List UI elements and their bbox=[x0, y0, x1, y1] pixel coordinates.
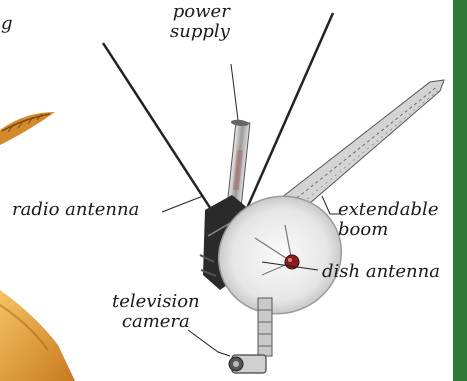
television-camera-unit bbox=[229, 355, 266, 373]
leaf-decoration bbox=[0, 112, 55, 145]
radio-antenna-label: radio antenna bbox=[12, 200, 139, 220]
partial-label: g bbox=[1, 14, 13, 34]
extendable-boom-label-line2: boom bbox=[338, 220, 438, 240]
leader-television-camera bbox=[188, 330, 230, 356]
leader-radio-antenna bbox=[162, 196, 203, 212]
television-camera-label-line1: television bbox=[112, 292, 200, 312]
extendable-boom-label: extendable boom bbox=[338, 200, 438, 240]
camera-arm bbox=[258, 298, 272, 356]
dish-antenna-label: dish antenna bbox=[322, 262, 440, 282]
power-supply-label: power supply bbox=[170, 2, 230, 42]
television-camera-label-line2: camera bbox=[112, 312, 200, 332]
extendable-boom-label-line1: extendable bbox=[338, 200, 438, 220]
power-supply-unit bbox=[228, 119, 250, 203]
television-camera-label: television camera bbox=[112, 292, 200, 332]
power-supply-label-line2: supply bbox=[170, 22, 230, 42]
green-edge-bar bbox=[453, 0, 467, 381]
leader-power-supply bbox=[231, 64, 238, 120]
antenna-rod-left bbox=[103, 43, 218, 220]
power-supply-label-line1: power bbox=[170, 2, 230, 22]
